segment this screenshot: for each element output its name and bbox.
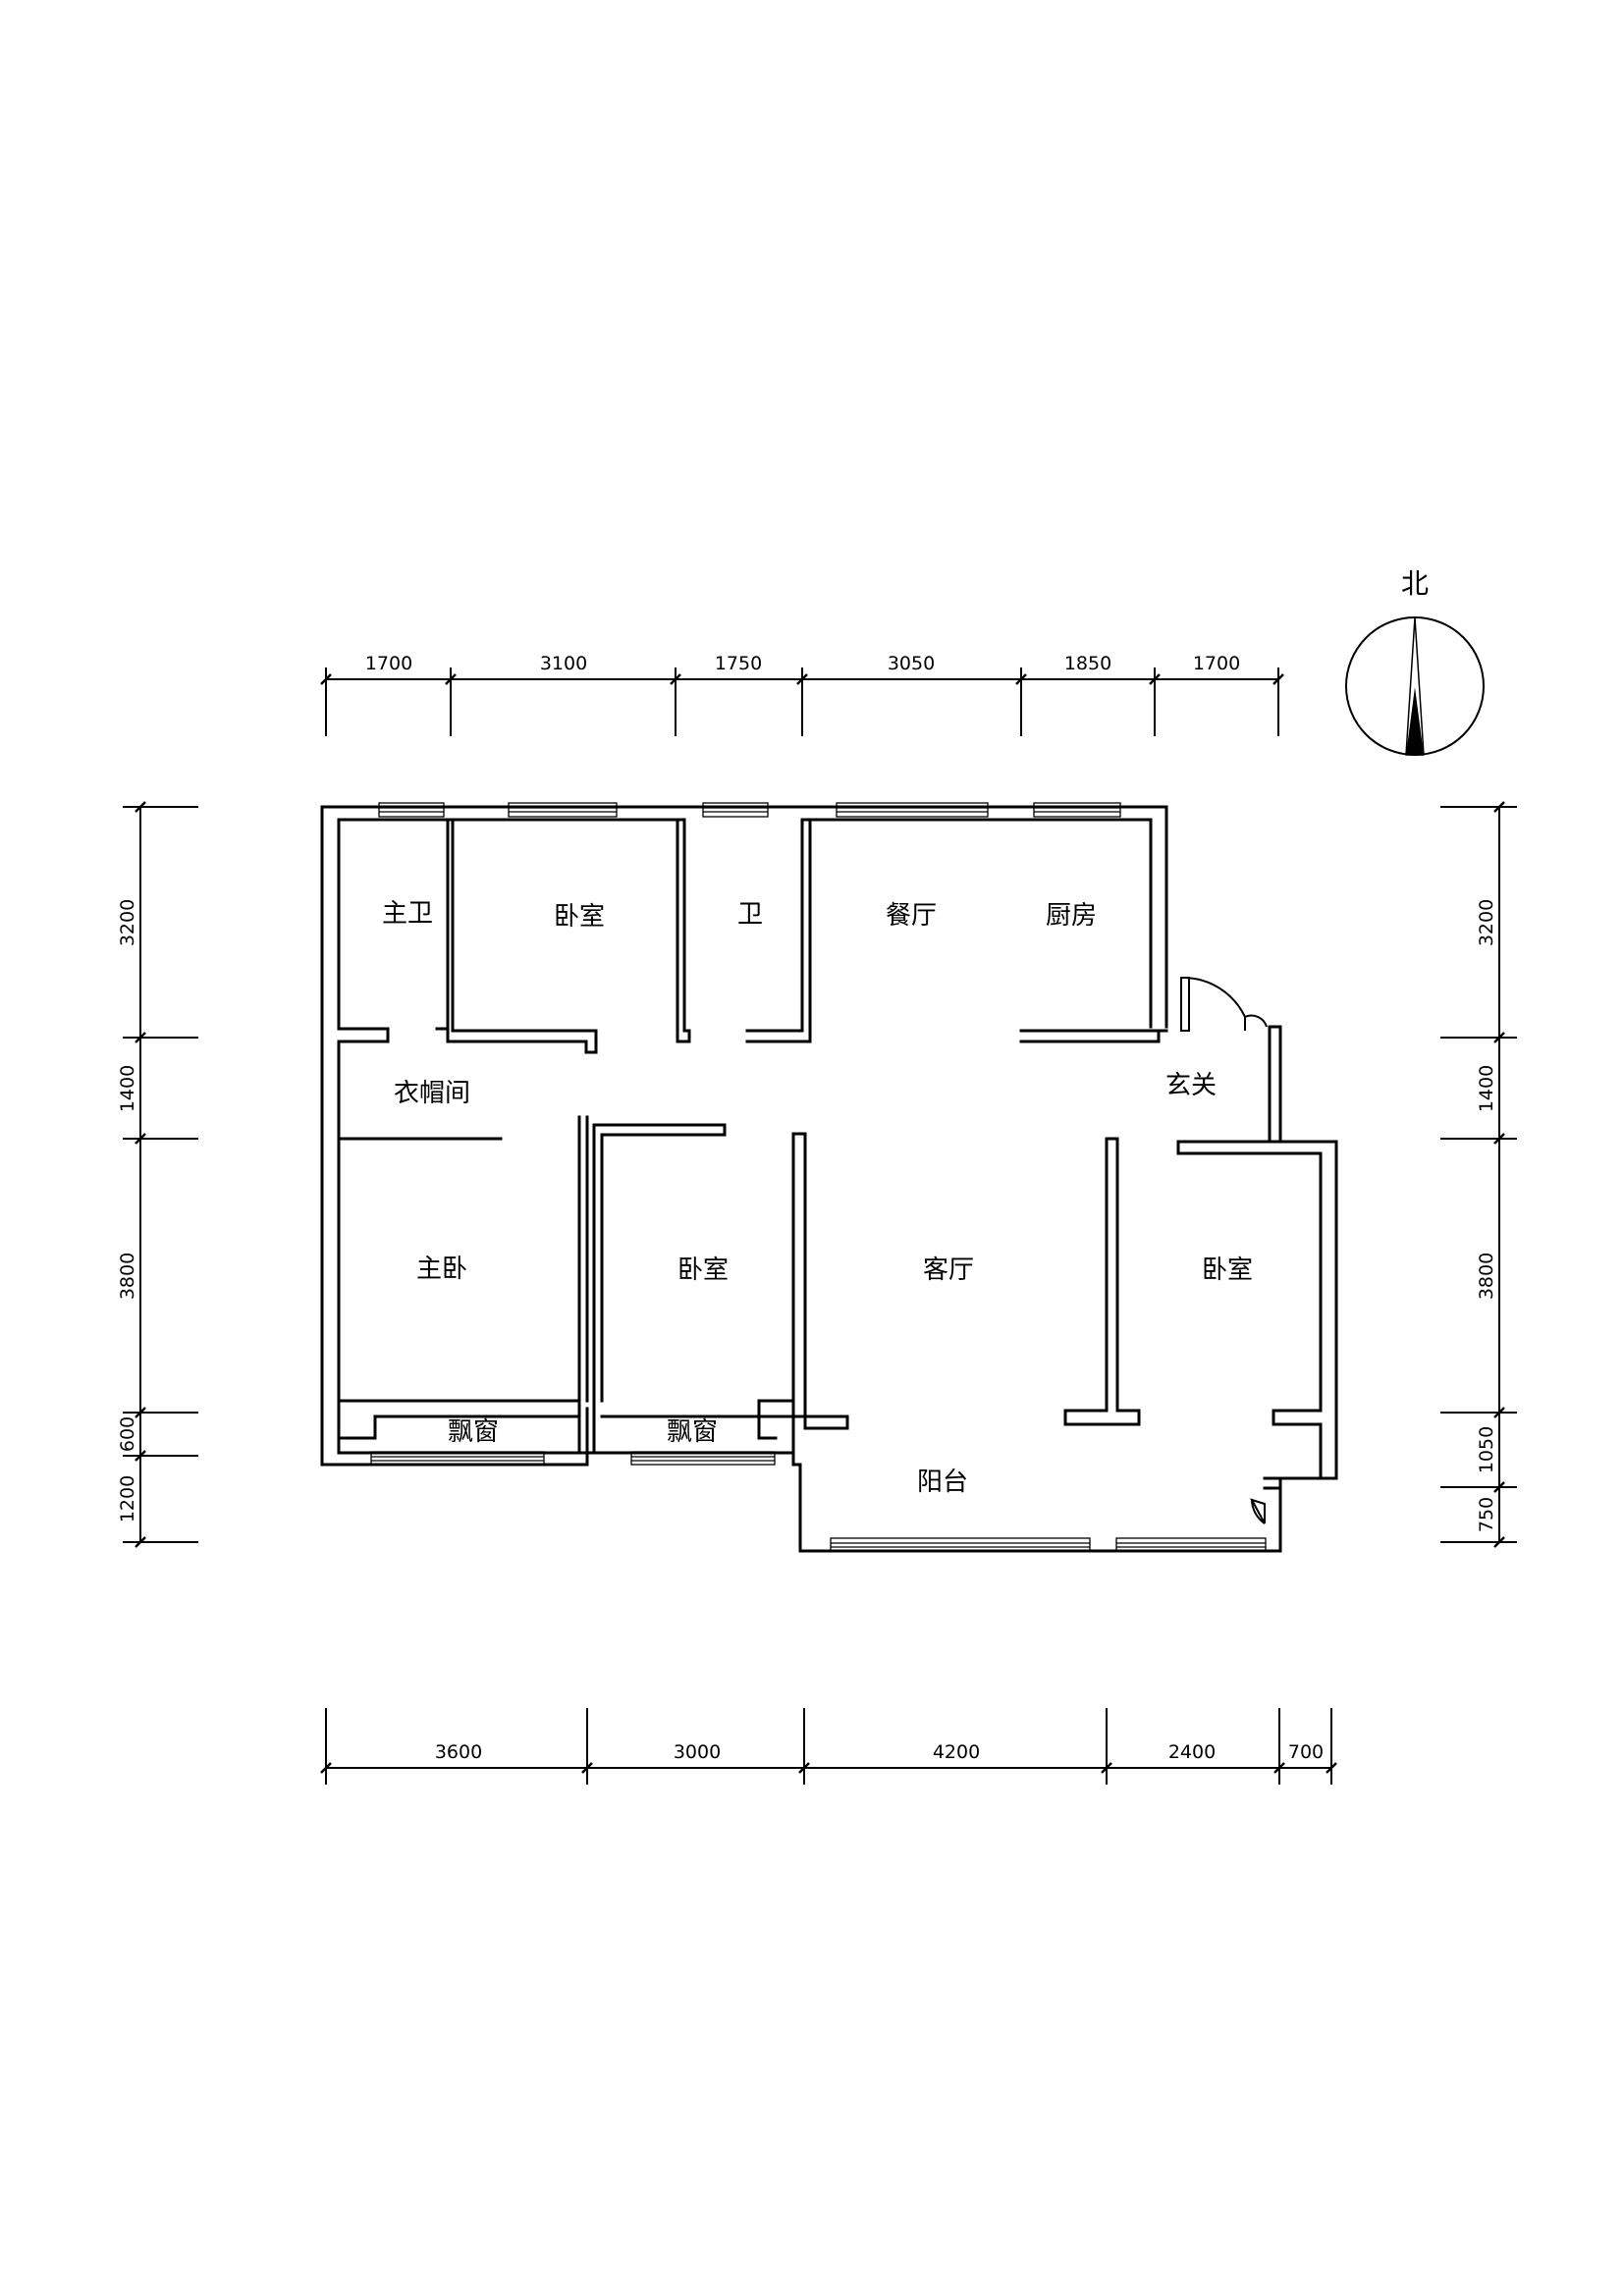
room-kitchen: 厨房 <box>1046 901 1097 931</box>
dim-top-6: 1700 <box>1193 653 1240 674</box>
dim-top-5: 1850 <box>1064 653 1111 674</box>
dim-right-4: 1050 <box>1476 1426 1497 1473</box>
room-bedroom-north: 卧室 <box>554 902 605 932</box>
balcony-door-icon <box>1249 1498 1266 1524</box>
room-bay-window-2: 飘窗 <box>667 1417 718 1447</box>
dim-right-5: 750 <box>1476 1497 1497 1532</box>
windows <box>370 802 1267 1552</box>
dim-right-2: 1400 <box>1476 1065 1497 1112</box>
dim-left-4: 600 <box>117 1416 138 1452</box>
window-balcony-1 <box>830 1537 1091 1552</box>
dim-top-3: 1750 <box>715 653 762 674</box>
window-dining <box>836 802 989 818</box>
dim-top-1: 1700 <box>365 653 412 674</box>
north-label: 北 <box>1401 567 1429 600</box>
north-compass: 北 <box>1345 567 1485 756</box>
window-bath <box>702 802 769 818</box>
window-bedroom-north <box>508 802 618 818</box>
room-master-bath: 主卫 <box>382 899 433 929</box>
dim-right-3: 3800 <box>1476 1253 1497 1300</box>
room-wardrobe: 衣帽间 <box>394 1079 470 1108</box>
dim-bottom-1: 3600 <box>435 1741 482 1763</box>
dim-bottom-4: 2400 <box>1168 1741 1216 1763</box>
room-living: 客厅 <box>923 1255 974 1285</box>
entrance-door-icon <box>1180 977 1268 1032</box>
window-master-bath <box>378 802 445 818</box>
room-bedroom-east: 卧室 <box>1202 1255 1253 1285</box>
room-bath: 卫 <box>737 900 763 930</box>
dim-bottom-5: 700 <box>1288 1741 1324 1763</box>
window-bay-1 <box>370 1451 545 1466</box>
dimension-bottom: 3600 3000 4200 2400 700 <box>320 1708 1337 1785</box>
dim-top-4: 3050 <box>888 653 935 674</box>
dimension-top: 1700 3100 1750 3050 1850 1700 <box>320 653 1284 736</box>
dim-left-1: 3200 <box>117 899 138 946</box>
dim-bottom-2: 3000 <box>674 1741 721 1763</box>
window-kitchen <box>1033 802 1121 818</box>
dim-left-2: 1400 <box>117 1065 138 1112</box>
dim-top-2: 3100 <box>540 653 587 674</box>
room-dining: 餐厅 <box>886 901 937 931</box>
doors <box>1180 977 1268 1524</box>
dimension-right: 3200 1400 3800 1050 750 <box>1440 801 1517 1548</box>
dim-left-5: 1200 <box>117 1475 138 1522</box>
room-master-bedroom: 主卧 <box>416 1255 467 1284</box>
room-labels: 主卫 卧室 卫 餐厅 厨房 衣帽间 玄关 主卧 卧室 客厅 卧室 飘窗 飘窗 阳… <box>382 899 1253 1497</box>
dim-right-1: 3200 <box>1476 899 1497 946</box>
room-foyer: 玄关 <box>1165 1071 1217 1100</box>
window-bay-2 <box>630 1451 776 1466</box>
dim-bottom-3: 4200 <box>933 1741 980 1763</box>
window-balcony-2 <box>1115 1537 1267 1552</box>
dim-left-3: 3800 <box>117 1253 138 1300</box>
room-bay-window-1: 飘窗 <box>448 1417 499 1447</box>
room-balcony: 阳台 <box>917 1468 968 1497</box>
room-bedroom-middle: 卧室 <box>677 1255 729 1285</box>
dimension-left: 3200 1400 3800 600 1200 <box>117 801 198 1548</box>
